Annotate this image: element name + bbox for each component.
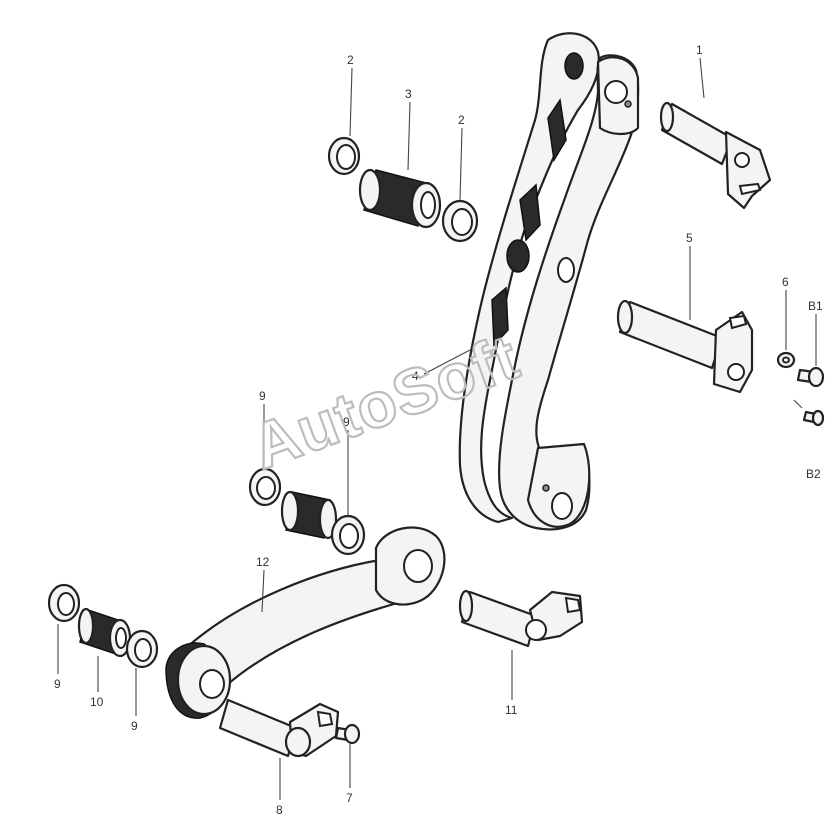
spacer-ring-9-left: [47, 583, 81, 623]
bolt-b1: [796, 366, 825, 388]
callout-8: 8: [276, 803, 283, 817]
spacer-ring-9-upper: [248, 467, 282, 507]
callout-5: 5: [686, 231, 693, 245]
watermark: AutoSoft: [241, 319, 529, 484]
callout-2-left: 2: [347, 53, 354, 67]
bolt-7: [334, 723, 361, 745]
pin-8: [218, 698, 340, 758]
lower-link-12: [165, 526, 446, 719]
callout-9-right: 9: [131, 719, 138, 733]
callout-7: 7: [346, 791, 353, 805]
pin-1: [659, 101, 772, 210]
callout-labels: 1 2 3 2 5 6 B1 B2 4 9 12 9 9 10 9 11 8 7: [54, 43, 823, 817]
spacer-ring-9-right: [125, 629, 159, 669]
spacer-ring-2-right: [441, 199, 479, 243]
main-link-arm: [458, 32, 640, 531]
callout-1: 1: [696, 43, 703, 57]
callout-6: 6: [782, 275, 789, 289]
callout-10: 10: [90, 695, 104, 709]
pin-11: [458, 589, 584, 648]
spacer-ring-2-left: [327, 136, 361, 176]
callout-11: 11: [505, 703, 518, 717]
callout-2-right: 2: [458, 113, 465, 127]
bolt-b2: [802, 409, 825, 427]
washer-6: [776, 351, 796, 369]
callout-9-left: 9: [54, 677, 61, 691]
spacer-ring-middle-right: [330, 514, 366, 556]
bushing-10: [77, 607, 132, 658]
bushing-middle: [280, 490, 338, 540]
callout-b1: B1: [808, 299, 823, 313]
callout-12: 12: [256, 555, 270, 569]
callout-3: 3: [405, 87, 412, 101]
leader-lines: [57, 57, 817, 800]
callout-9-middle: 9: [343, 415, 350, 429]
callout-9-upper: 9: [259, 389, 266, 403]
callout-4: 4: [412, 369, 419, 383]
callout-b2: B2: [806, 467, 821, 481]
watermark-text: AutoSoft: [242, 320, 528, 483]
bushing-3: [358, 168, 442, 229]
pin-5: [616, 299, 754, 394]
